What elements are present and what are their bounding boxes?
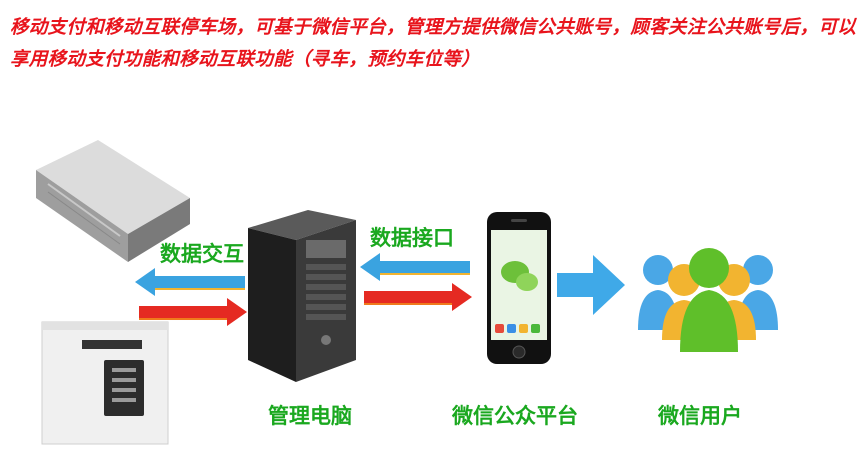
intro-text: 移动支付和移动互联停车场，可基于微信平台，管理方提供微信公共账号，顾客关注公共账…	[10, 17, 857, 70]
arrow-right-red	[139, 298, 247, 326]
arrow-left-blue	[360, 253, 470, 281]
controller-box-device	[36, 140, 190, 262]
data-exchange-arrows	[135, 268, 247, 326]
arrow-right-red	[364, 283, 472, 311]
wechat-users-icon	[638, 248, 778, 352]
wechat-platform-label: 微信公众平台	[452, 404, 578, 428]
data-exchange-label: 数据交互	[160, 242, 244, 266]
management-pc-label: 管理电脑	[268, 404, 352, 428]
data-interface-label: 数据接口	[370, 226, 454, 250]
parking-terminal-device	[41, 321, 169, 445]
wechat-users-label: 微信用户	[658, 404, 742, 428]
arrow-left-blue	[135, 268, 245, 296]
arrow-right-blue-icon	[557, 255, 625, 315]
server-tower-icon	[248, 210, 356, 382]
data-interface-arrows	[360, 253, 472, 311]
smartphone-wechat-icon	[487, 212, 551, 364]
